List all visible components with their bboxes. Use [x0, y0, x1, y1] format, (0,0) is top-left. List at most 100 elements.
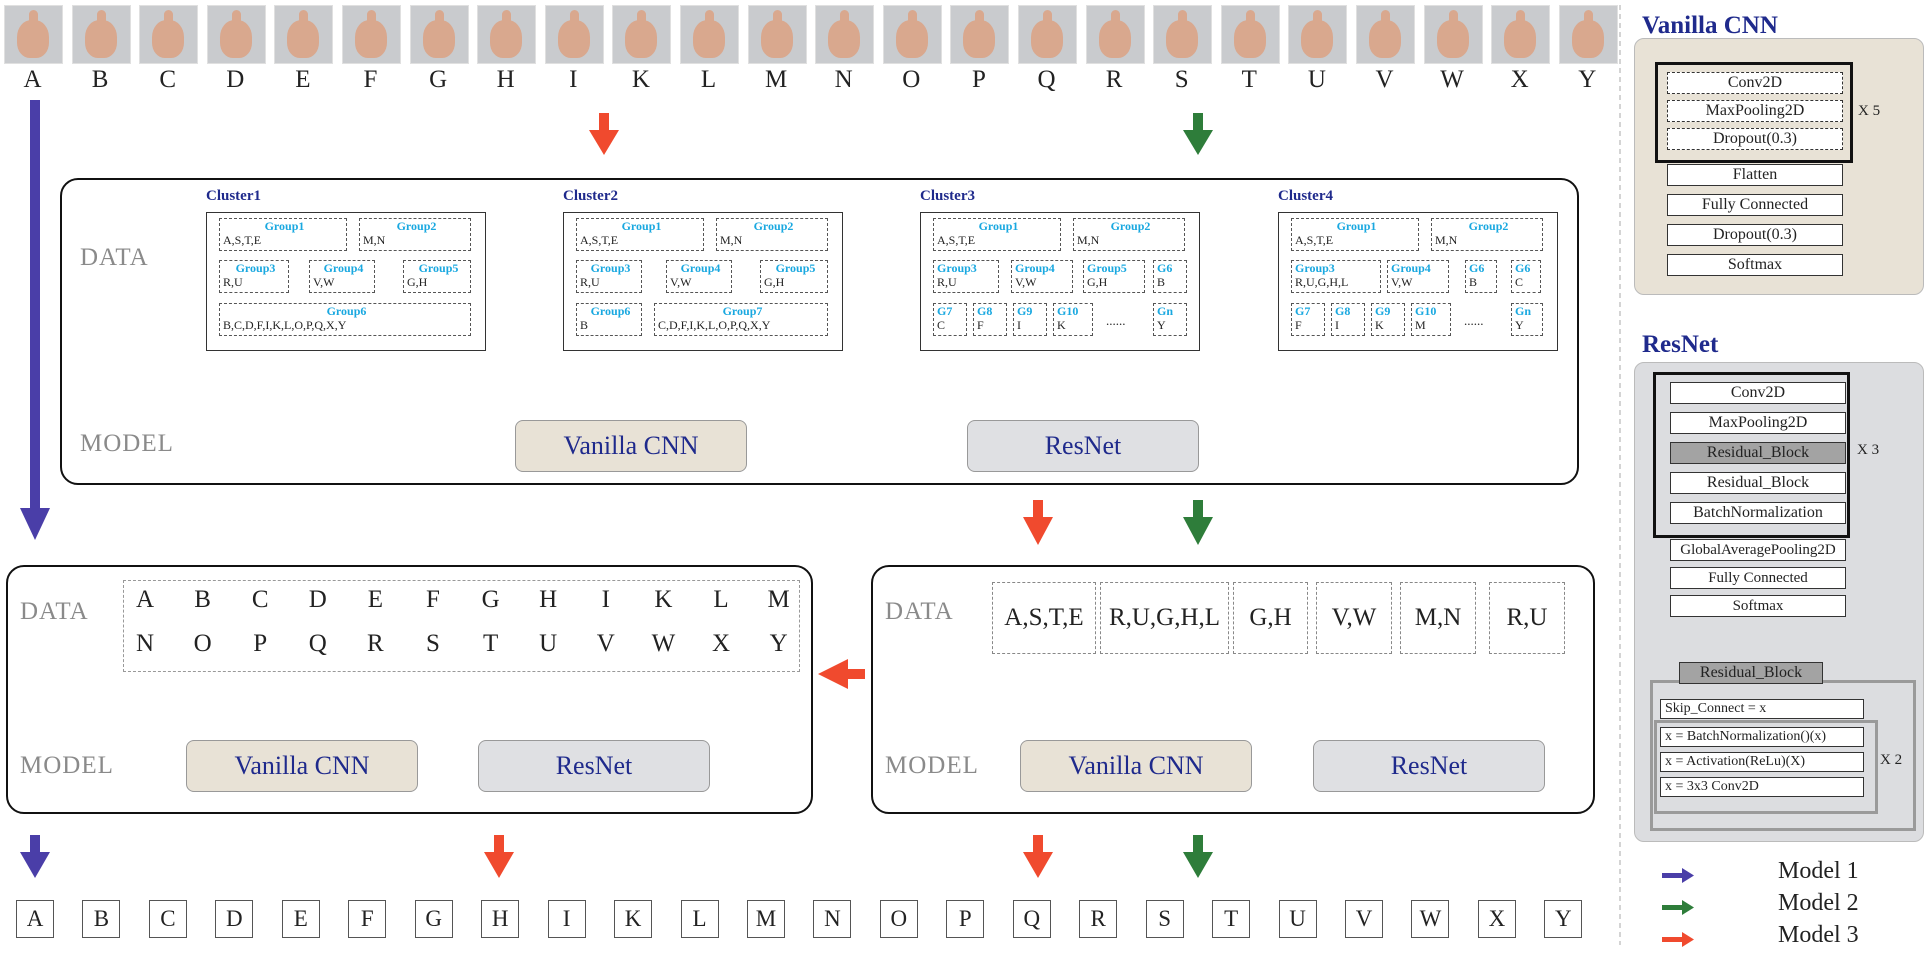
letter-label: H [496, 66, 515, 93]
model1-long-arrow-shaft [30, 100, 40, 510]
output-letter: H [481, 900, 520, 938]
group-name: Group4 [680, 261, 721, 275]
data-group: M,N [1400, 582, 1476, 654]
output-letter: X [1477, 900, 1516, 938]
data-letter: D [308, 586, 327, 613]
group-letters: I [1017, 318, 1021, 332]
resnet-repeat-layer: MaxPooling2D [1670, 412, 1846, 434]
model2-arrow-mid [1183, 500, 1213, 545]
output-letter: L [680, 900, 719, 938]
data-letter: I [601, 586, 610, 613]
finger-shape [1516, 10, 1526, 30]
cnn-layer: Flatten [1667, 164, 1843, 186]
group-name: Group5 [1087, 261, 1127, 275]
finger-shape [840, 10, 850, 30]
hand-image [680, 5, 739, 64]
letter-label: L [700, 66, 717, 93]
hand-image [342, 5, 401, 64]
data-letter: R [367, 630, 384, 657]
hand-image [1491, 5, 1551, 64]
model3-arrow-mid [1023, 500, 1053, 545]
output-letter: N [813, 900, 852, 938]
group-letters: A,S,T,E [223, 233, 262, 247]
skip-connect: Skip_Connect = x [1660, 699, 1864, 719]
data-letter: Y [769, 630, 788, 657]
data-letter: G [481, 586, 500, 613]
resnet-model: ResNet [967, 420, 1199, 472]
group-name: Group1 [1336, 219, 1377, 233]
model1-model-label: MODEL [20, 752, 114, 779]
group-letters: C,D,F,I,K,L,O,P,Q,X,Y [658, 318, 771, 332]
finger-shape [975, 10, 985, 30]
model3-vanilla-cnn: Vanilla CNN [1020, 740, 1252, 792]
hand-image [882, 5, 942, 64]
resnet-layer: Softmax [1670, 595, 1846, 617]
finger-shape [1448, 10, 1458, 30]
hand-image [274, 5, 334, 64]
model1-data-label: DATA [20, 598, 89, 625]
finger-shape [96, 10, 106, 30]
letter-label: D [226, 66, 245, 93]
vanilla-cnn-arch-title: Vanilla CNN [1642, 12, 1778, 39]
residual-block-title: Residual_Block [1679, 662, 1823, 684]
finger-shape [1583, 10, 1593, 30]
group-letters: V,W [1015, 275, 1037, 289]
group-letters: A,S,T,E [1295, 233, 1334, 247]
data-letter: X [711, 630, 731, 657]
group-name: Group2 [396, 219, 437, 233]
output-letter: Q [1012, 900, 1051, 938]
data-letter: H [539, 586, 558, 613]
group-letters: K [1375, 318, 1384, 332]
hand-image [1423, 5, 1483, 64]
resnet-repeat-label: X 3 [1857, 442, 1880, 458]
group-letters: M,N [720, 233, 743, 247]
group-name: Group4 [1015, 261, 1055, 275]
model2-arrow-bottom-s [1183, 835, 1213, 878]
output-letter: W [1411, 900, 1450, 938]
letter-label: N [834, 66, 853, 93]
output-letter: D [215, 900, 254, 938]
output-letter: E [281, 900, 320, 938]
hand-image [950, 5, 1010, 64]
output-letter: R [1079, 900, 1118, 938]
letter-label: F [363, 66, 378, 93]
data-letter: E [367, 586, 384, 613]
finger-shape [1381, 10, 1390, 30]
data-letter: F [426, 586, 440, 613]
group-letters: R,U [580, 275, 600, 289]
data-letter: K [654, 586, 673, 613]
data-letter: O [193, 630, 212, 657]
finger-shape [637, 10, 647, 30]
legend-model3: Model 3 [1778, 922, 1859, 948]
data-letter: M [767, 586, 790, 613]
model1-vanilla-cnn: Vanilla CNN [186, 740, 418, 792]
hand-image [71, 5, 131, 64]
group-name: Group2 [753, 219, 794, 233]
finger-shape [772, 10, 782, 30]
group-name: Group5 [775, 261, 816, 275]
group-ellipsis: ...... [1464, 313, 1484, 328]
residual-layer: x = 3x3 Conv2D [1660, 777, 1864, 797]
data-group: R,U [1489, 582, 1565, 654]
group-name: G8 [1335, 304, 1351, 318]
resnet-repeat-layer: Conv2D [1670, 382, 1846, 404]
legend-arrows [1662, 868, 1694, 947]
output-letter: B [82, 900, 121, 938]
model1-resnet: ResNet [478, 740, 710, 792]
group-name: G9 [1017, 304, 1033, 318]
resnet-repeat-layer: BatchNormalization [1670, 502, 1846, 524]
residual-block-repeat-label: X 2 [1880, 752, 1903, 768]
model3-arrow-bottom-q [1023, 835, 1053, 878]
group-letters: K [1057, 318, 1066, 332]
data-letter: Q [308, 630, 327, 657]
